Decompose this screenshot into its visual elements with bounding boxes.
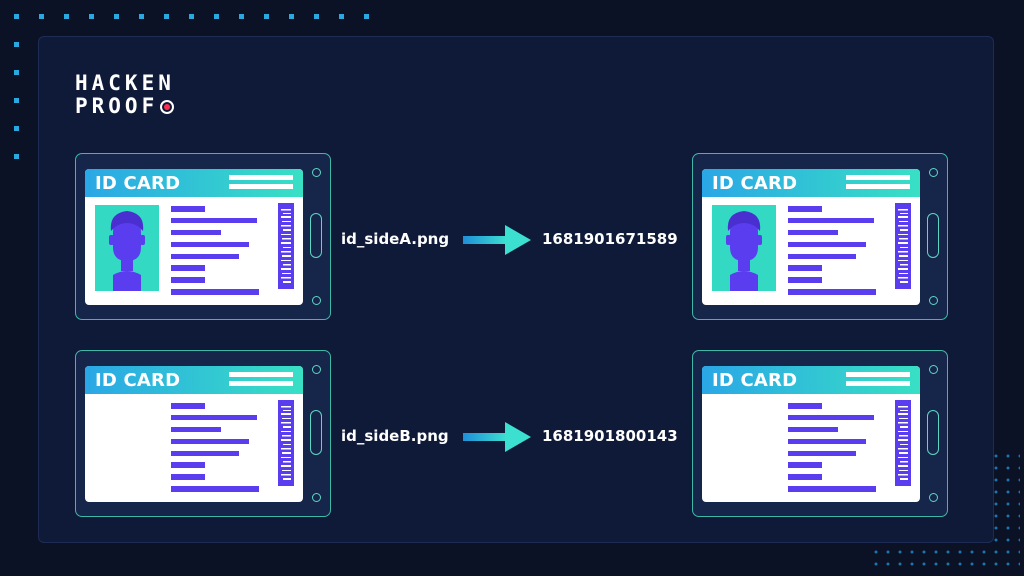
barcode-icon (278, 203, 294, 289)
id-card-back: ID CARD (702, 366, 920, 502)
filename-label: id_sideB.png (341, 427, 449, 445)
info-lines (788, 403, 876, 498)
logo-line-2: PROOF (75, 94, 159, 118)
decorative-dots-left (14, 42, 19, 159)
arrow-right-icon (463, 422, 531, 452)
info-lines (788, 206, 876, 301)
card-title: ID CARD (712, 172, 798, 194)
card-title: ID CARD (95, 369, 181, 391)
arrow-right-icon (463, 225, 531, 255)
decorative-dots-top (14, 14, 369, 19)
card-title: ID CARD (712, 369, 798, 391)
logo-line-1: HACKEN (75, 71, 175, 95)
filename-label: id_sideA.png (341, 230, 450, 248)
info-lines (171, 206, 259, 301)
id-card-holder-back-right: ID CARD (692, 350, 948, 517)
id-card-front: ID CARD (85, 169, 303, 305)
barcode-icon (895, 203, 911, 289)
info-lines (171, 403, 259, 498)
id-card-holder-front-right: ID CARD (692, 153, 948, 320)
hash-value: 1681901800143 (542, 427, 678, 445)
card-title: ID CARD (95, 172, 181, 194)
logo-target-icon (160, 99, 175, 114)
person-avatar-icon (712, 205, 776, 291)
id-card-front: ID CARD (702, 169, 920, 305)
id-card-holder-front-left: ID CARD (75, 153, 331, 320)
hackenproof-logo: HACKEN PROOF (75, 72, 175, 118)
id-card-back: ID CARD (85, 366, 303, 502)
barcode-icon (895, 400, 911, 486)
person-avatar-icon (95, 205, 159, 291)
id-card-holder-back-left: ID CARD (75, 350, 331, 517)
hash-value: 1681901671589 (542, 230, 678, 248)
barcode-icon (278, 400, 294, 486)
